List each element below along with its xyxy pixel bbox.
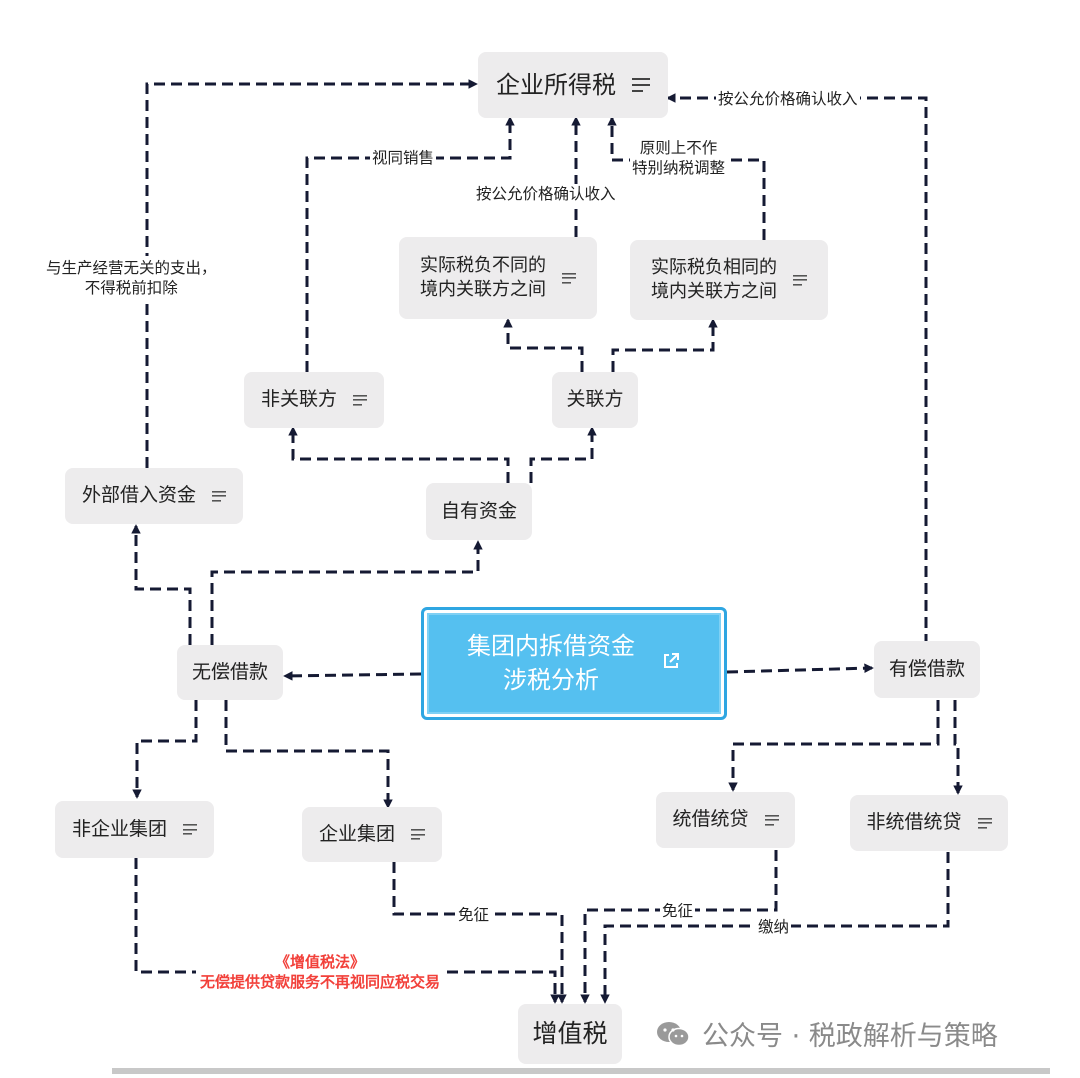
node-same-tax-related[interactable]: 实际税负相同的境内关联方之间 [630, 240, 828, 320]
edge-paid-to-non-unified [953, 700, 963, 795]
label-unrelated-expense: 与生产经营无关的支出， 不得税前扣除 [44, 256, 219, 301]
wechat-icon [657, 1021, 690, 1046]
node-cit-label: 企业所得税 [496, 70, 616, 99]
node-non-unified-borrowing[interactable]: 非统借统贷 [850, 795, 1008, 851]
node-own-funds[interactable]: 自有资金 [426, 483, 532, 540]
node-free-loan-label: 无偿借款 [191, 660, 268, 683]
node-vat[interactable]: 增值税 [518, 1004, 622, 1064]
edge-own-to-non-related [288, 426, 510, 483]
external-link-icon[interactable] [661, 650, 681, 678]
node-enterprise-group[interactable]: 企业集团 [302, 807, 442, 862]
label-fair-price-mid: 按公允价格确认收入 [474, 184, 618, 205]
label-exempt-group: 免征 [456, 905, 492, 926]
label-exempt-unified: 免征 [660, 901, 696, 922]
edge-unified-to-vat [580, 850, 778, 1004]
node-non-related-party[interactable]: 非关联方 [244, 372, 384, 428]
central-topic-line1: 集团内拆借资金 [467, 631, 635, 660]
node-same-tax-line2: 境内关联方之间 [651, 281, 777, 302]
label-principle-line2: 特别纳税调整 [632, 159, 726, 178]
edge-free-loan-to-external [131, 524, 192, 645]
label-fair-price-right: 按公允价格确认收入 [716, 89, 860, 110]
menu-icon [183, 824, 197, 835]
menu-icon [562, 272, 576, 284]
vat-law-title: 《增值税法》 [275, 953, 366, 971]
node-diff-tax-related[interactable]: 实际税负不同的境内关联方之间 [399, 237, 597, 319]
label-pay: 缴纳 [756, 917, 792, 938]
node-own-funds-label: 自有资金 [440, 499, 517, 522]
menu-icon [632, 78, 650, 92]
menu-icon [793, 274, 807, 286]
edge-free-to-group [224, 700, 393, 809]
node-diff-tax-line1: 实际税负不同的 [420, 254, 546, 276]
node-paid-loan-label: 有偿借款 [888, 657, 965, 680]
node-free-loan[interactable]: 无偿借款 [177, 645, 283, 700]
node-external-funds-label: 外部借入资金 [81, 484, 196, 507]
node-non-related-label: 非关联方 [260, 388, 337, 411]
menu-icon [212, 490, 226, 502]
node-non-enterprise-group[interactable]: 非企业集团 [55, 801, 214, 858]
edge-paid-to-unified [728, 700, 940, 792]
node-diff-tax-line2: 境内关联方之间 [420, 279, 546, 300]
menu-icon [411, 829, 425, 840]
vat-law-note: 《增值税法》 无偿提供贷款服务不再视同应税交易 [196, 952, 445, 993]
edge-related-to-same [611, 318, 718, 372]
edge-paid-to-cit [666, 93, 928, 645]
vat-law-text: 无偿提供贷款服务不再视同应税交易 [200, 973, 441, 992]
node-unified-borrowing[interactable]: 统借统贷 [656, 792, 795, 848]
node-non-unified-label: 非统借统贷 [866, 811, 962, 834]
label-principle-line1: 原则上不作 [639, 139, 718, 157]
menu-icon [353, 394, 367, 406]
central-topic-line2: 涉税分析 [503, 665, 599, 694]
watermark-text: 公众号 · 税政解析与策略 [702, 1021, 998, 1052]
edge-own-to-related [529, 426, 597, 483]
label-unrelated-expense-line2: 不得税前扣除 [84, 279, 178, 298]
edge-center-to-paid-loan [726, 663, 874, 674]
watermark: 公众号 · 税政解析与策略 [656, 1014, 998, 1053]
label-unrelated-expense-line1: 与生产经营无关的支出， [46, 259, 217, 277]
node-related-label: 关联方 [566, 388, 624, 411]
edge-same-to-cit [607, 116, 766, 240]
node-paid-loan[interactable]: 有偿借款 [874, 641, 980, 698]
bottom-scrollbar[interactable] [112, 1068, 1050, 1074]
node-group-label: 企业集团 [318, 822, 395, 845]
edge-related-to-diff [503, 318, 584, 372]
node-related-party[interactable]: 关联方 [552, 372, 638, 428]
node-vat-label: 增值税 [532, 1019, 608, 1049]
label-deemed-sales: 视同销售 [370, 148, 437, 169]
node-external-funds[interactable]: 外部借入资金 [65, 468, 243, 524]
node-non-group-label: 非企业集团 [71, 817, 167, 840]
node-corporate-income-tax[interactable]: 企业所得税 [478, 52, 668, 118]
menu-icon [764, 814, 779, 826]
edge-center-to-free-loan [283, 671, 422, 681]
node-unified-label: 统借统贷 [672, 808, 749, 831]
label-principle: 原则上不作 特别纳税调整 [630, 138, 728, 179]
central-topic[interactable]: 集团内拆借资金 涉税分析 [421, 607, 727, 720]
menu-icon [977, 817, 992, 829]
edge-free-to-non-group [132, 700, 198, 799]
node-same-tax-line1: 实际税负相同的 [651, 256, 777, 278]
